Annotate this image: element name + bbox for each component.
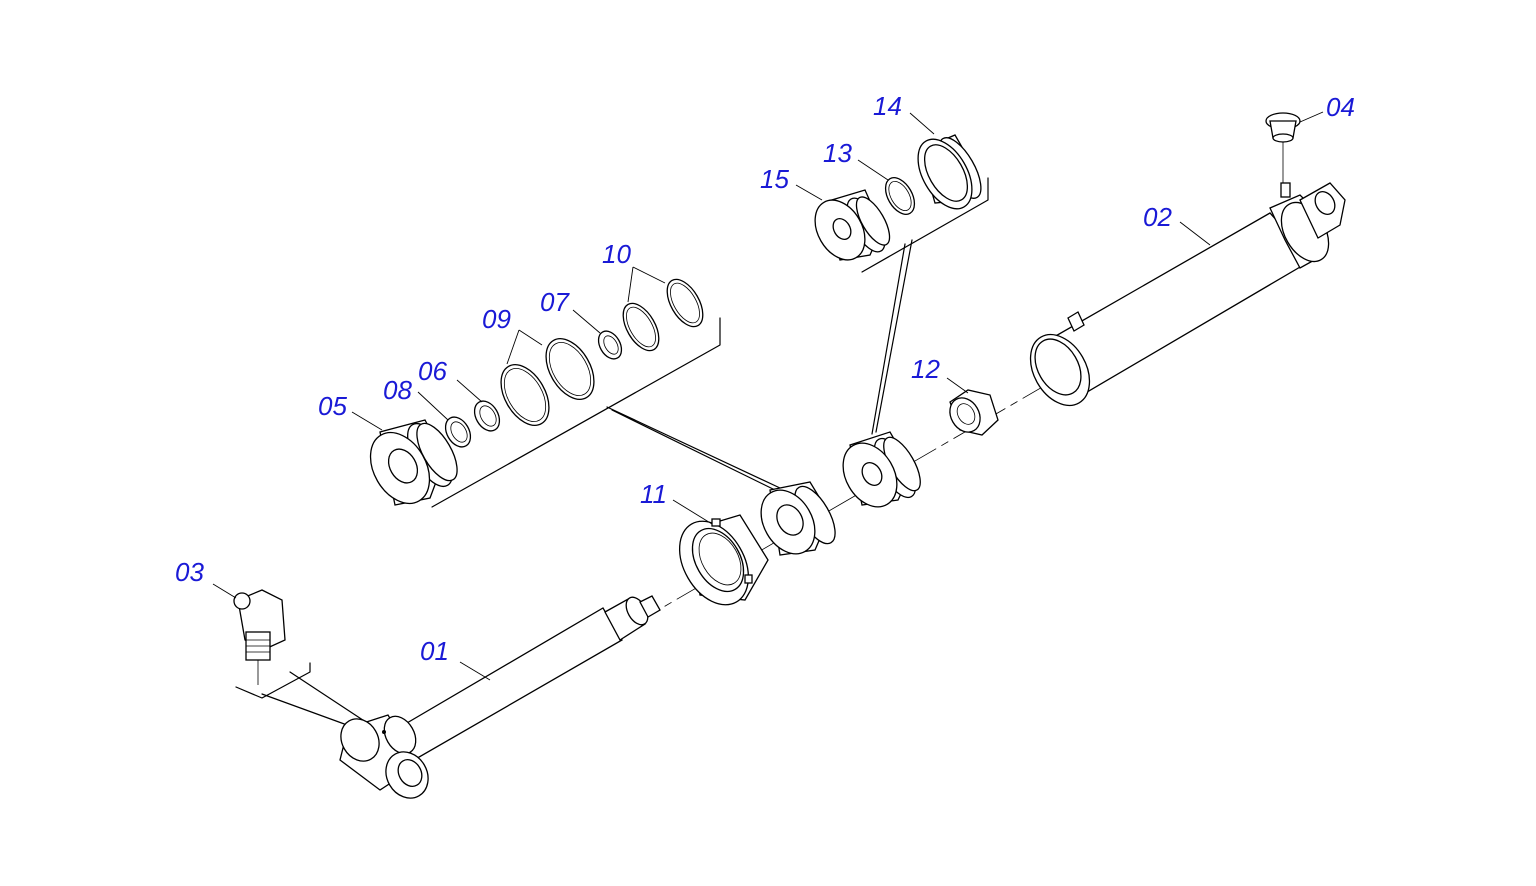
leader-lines [212, 111, 1324, 681]
callout-07: 07 [540, 287, 570, 317]
callout-03: 03 [175, 557, 204, 587]
callout-08: 08 [383, 375, 412, 405]
callout-15: 15 [760, 164, 789, 194]
callout-labels: 01 02 03 04 05 06 07 08 09 10 11 12 13 1… [175, 91, 1355, 666]
callout-02: 02 [1143, 202, 1172, 232]
part-15-piston[interactable] [805, 189, 896, 269]
part-14-piston-seal[interactable] [907, 130, 989, 218]
callout-09: 09 [482, 304, 511, 334]
part-03-elbow-fitting[interactable] [233, 589, 286, 685]
part-09-o-ring-pair[interactable] [491, 330, 604, 433]
callout-11: 11 [640, 479, 667, 509]
callout-04: 04 [1326, 92, 1355, 122]
part-02-cylinder-barrel[interactable] [1018, 182, 1346, 416]
part-10-o-ring-pair[interactable] [616, 273, 710, 356]
part-13-o-ring[interactable] [880, 173, 921, 220]
part-05-gland[interactable] [358, 417, 465, 514]
part-11-lock-nut[interactable] [666, 509, 769, 617]
callout-14: 14 [873, 91, 902, 121]
assembled-gland [760, 481, 836, 556]
callout-12: 12 [911, 354, 940, 384]
callout-06: 06 [418, 356, 447, 386]
part-01-piston-rod[interactable] [333, 594, 661, 806]
assembled-piston [842, 431, 921, 508]
part-07-backup-ring[interactable] [594, 327, 626, 363]
part-12-hex-nut[interactable] [944, 389, 999, 438]
callout-13: 13 [823, 138, 852, 168]
part-08-wiper-ring[interactable] [440, 413, 475, 452]
callout-05: 05 [318, 391, 347, 421]
part-04-dust-cap[interactable] [1265, 112, 1301, 183]
callout-10: 10 [602, 239, 631, 269]
callout-01: 01 [420, 636, 449, 666]
part-06-rod-seal[interactable] [469, 397, 504, 436]
